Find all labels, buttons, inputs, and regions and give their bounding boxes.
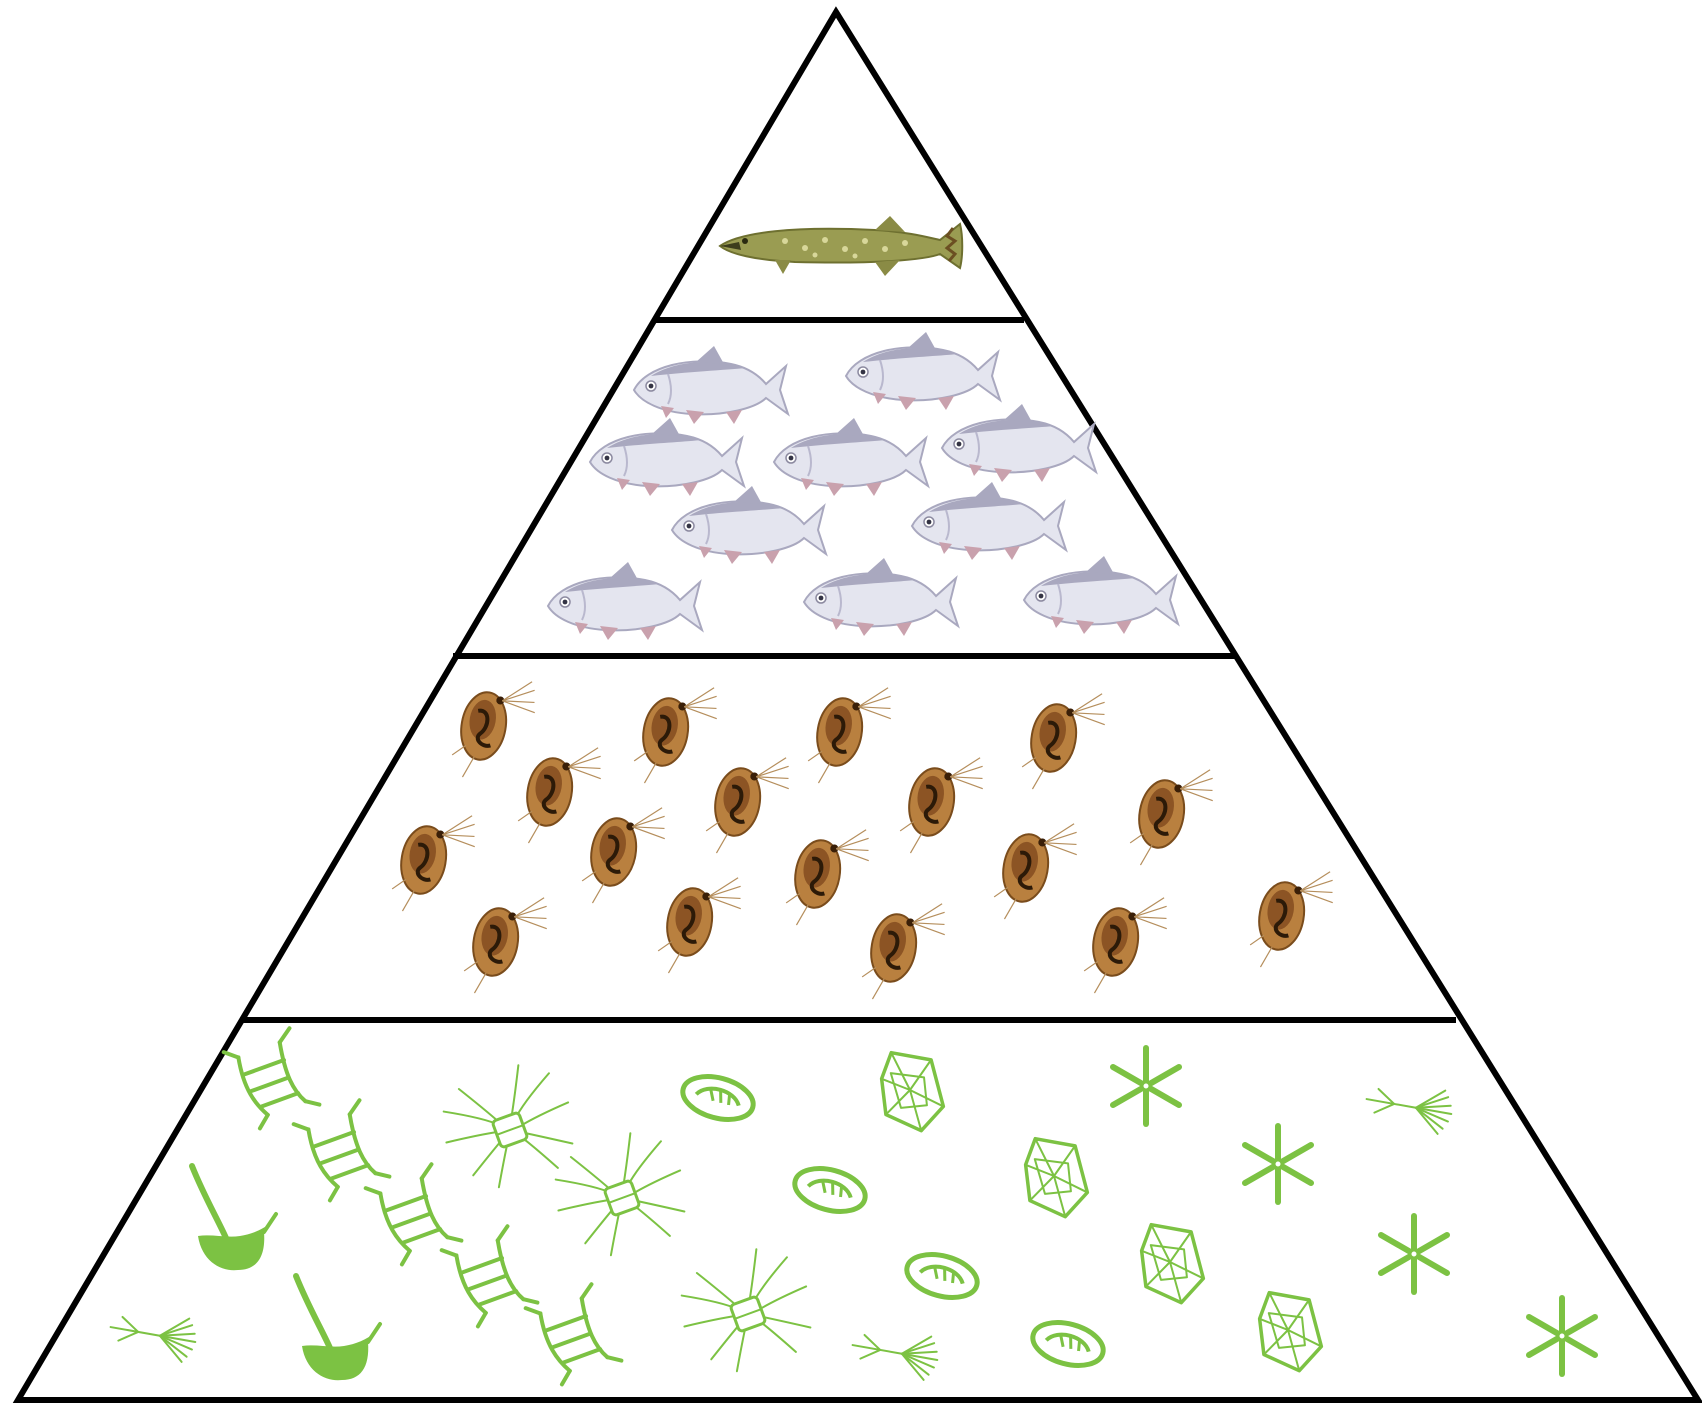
pyramid-level-pike — [720, 216, 962, 276]
algae-icon — [1135, 1217, 1206, 1308]
water-flea-icon — [1019, 682, 1110, 799]
roach-fish-icon — [804, 558, 958, 636]
algae-icon — [1381, 1216, 1447, 1292]
algae-icon — [678, 1069, 758, 1126]
roach-fish-icon — [634, 346, 788, 424]
algae-icon — [542, 1122, 700, 1269]
algae-icon — [849, 1323, 941, 1381]
roach-fish-icon — [590, 418, 744, 496]
roach-fish-icon — [942, 404, 1096, 482]
pyramid-level-zooplankton — [389, 670, 1338, 1009]
algae-icon — [902, 1247, 982, 1304]
water-flea-icon — [897, 746, 988, 863]
water-flea-icon — [631, 676, 722, 793]
algae-icon — [875, 1045, 946, 1136]
algae-icon — [1529, 1298, 1595, 1374]
algae-icon — [1363, 1077, 1455, 1135]
water-flea-icon — [449, 670, 540, 787]
roach-fish-icon — [672, 486, 826, 564]
water-flea-icon — [783, 818, 874, 935]
algae-icon — [790, 1161, 870, 1218]
algae-icon — [192, 1166, 276, 1270]
roach-fish-icon — [846, 332, 1000, 410]
water-flea-icon — [1127, 758, 1218, 875]
water-flea-icon — [1247, 860, 1338, 977]
water-flea-icon — [805, 676, 896, 793]
pyramid-level-roach — [548, 332, 1178, 640]
water-flea-icon — [859, 892, 950, 1009]
algae-icon — [1253, 1285, 1324, 1376]
algae-icon — [224, 1028, 320, 1132]
roach-fish-icon — [1024, 556, 1178, 634]
roach-fish-icon — [912, 482, 1066, 560]
water-flea-icon — [389, 804, 480, 921]
roach-fish-icon — [548, 562, 702, 640]
water-flea-icon — [703, 746, 794, 863]
pike-fish-icon — [720, 216, 962, 276]
algae-icon — [1028, 1315, 1108, 1372]
algae-icon — [107, 1305, 199, 1363]
water-flea-icon — [461, 886, 552, 1003]
algae-icon — [668, 1238, 826, 1385]
roach-fish-icon — [774, 418, 928, 496]
algae-icon — [1019, 1131, 1090, 1222]
pyramid-level-phytoplankton — [107, 924, 1595, 1387]
algae-icon — [526, 1284, 622, 1388]
algae-icon — [1245, 1126, 1311, 1202]
water-flea-icon — [655, 866, 746, 983]
algae-icon — [294, 1100, 390, 1204]
algae-icon — [1113, 1048, 1179, 1124]
algae-icon — [296, 1276, 380, 1380]
water-flea-icon — [1081, 886, 1172, 1003]
algae-icon — [430, 1054, 588, 1201]
